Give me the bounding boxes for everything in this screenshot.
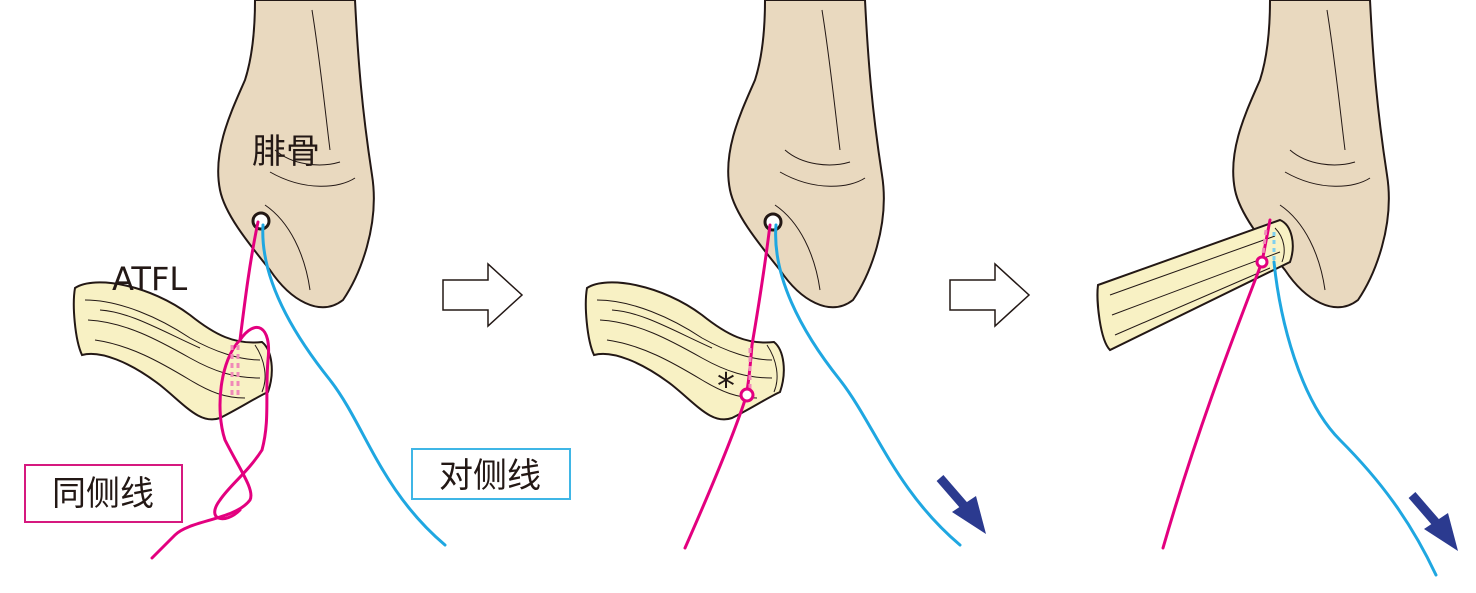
fiber-line <box>774 204 821 291</box>
fiber-line <box>1274 227 1285 263</box>
atfl-ligament <box>1096 218 1294 352</box>
contralateral-suture-line <box>261 223 447 547</box>
ipsilateral-suture-line <box>150 338 253 560</box>
shape <box>1408 492 1442 528</box>
contralateral-suture-line <box>1272 260 1438 577</box>
shape <box>952 496 986 534</box>
fiber-line <box>1284 171 1371 187</box>
fibula-label: 腓骨 <box>252 132 320 172</box>
atfl-ligament <box>584 281 785 421</box>
bone-tunnel <box>251 211 271 231</box>
fiber-line <box>766 344 778 393</box>
fiber-line <box>1109 235 1276 296</box>
bone-tunnel <box>763 212 783 232</box>
step-arrow-2 <box>949 262 1031 328</box>
atfl-label: ATFL <box>112 260 187 298</box>
ipsilateral-suture-box: 同侧线 <box>24 464 183 523</box>
ligament-outline <box>1096 218 1294 352</box>
fiber-line <box>784 149 851 166</box>
fiber-line <box>94 339 246 399</box>
pull-arrow-3 <box>1408 492 1458 551</box>
fiber-line <box>611 309 713 349</box>
fiber-line <box>269 171 356 187</box>
contralateral-suture-box: 对侧线 <box>411 448 571 500</box>
fiber-line <box>1279 204 1326 291</box>
panel-step-3 <box>1096 0 1458 577</box>
ipsilateral-suture-label: 同侧线 <box>52 474 154 514</box>
pull-arrow-2 <box>936 475 986 534</box>
panel-step-1: 腓骨 ATFL 同侧线 对侧线 <box>24 0 571 560</box>
fiber-line <box>1326 9 1346 151</box>
fiber-line <box>779 171 866 187</box>
fiber-line <box>254 344 266 393</box>
contralateral-suture-line <box>774 223 962 547</box>
fiber-line <box>87 319 261 379</box>
suture-knot <box>1255 255 1269 269</box>
fiber-line <box>821 9 841 151</box>
asterisk-marker: * <box>717 366 735 407</box>
contralateral-suture-label: 对侧线 <box>439 456 541 496</box>
panel-step-2: * <box>584 0 986 550</box>
fiber-line <box>1289 149 1356 166</box>
shape <box>936 475 970 511</box>
ligament-outline <box>584 281 785 421</box>
ipsilateral-suture-line <box>1161 218 1272 550</box>
ipsilateral-suture-line <box>213 326 271 521</box>
fiber-line <box>1114 267 1271 336</box>
ipsilateral-suture-line <box>683 223 772 550</box>
shape <box>1424 513 1458 551</box>
step-arrow-1 <box>442 262 524 328</box>
fibula-bone <box>727 0 885 309</box>
fiber-line <box>274 149 341 166</box>
fiber-line <box>99 309 201 349</box>
fiber-line <box>264 204 311 291</box>
atfl-ligament <box>72 281 273 421</box>
bone-outline <box>727 0 885 309</box>
ligament-outline <box>72 281 273 421</box>
fiber-line <box>1111 251 1281 316</box>
suture-knot <box>739 387 755 403</box>
ipsilateral-suture-line <box>238 220 260 342</box>
fiber-line <box>311 9 331 151</box>
fiber-line <box>606 339 758 399</box>
